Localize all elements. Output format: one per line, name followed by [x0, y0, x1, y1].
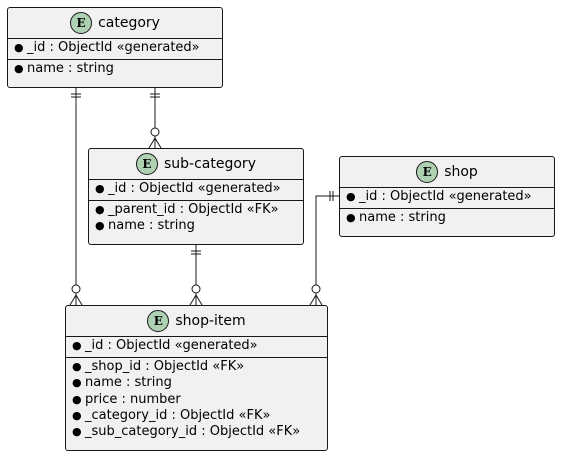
entity-badge-icon: E	[136, 153, 158, 175]
divider	[340, 208, 554, 210]
relation-sub-category-shop-item	[189, 245, 203, 306]
bullet-icon: ●	[72, 392, 82, 406]
attribute-field: ●_category_id : ObjectId «FK»	[72, 407, 271, 423]
divider	[66, 357, 327, 359]
bullet-icon: ●	[72, 360, 82, 374]
attribute-section: ●_shop_id : ObjectId «FK» ●name : string…	[66, 358, 327, 443]
entity-header: E sub-category	[89, 149, 303, 179]
divider	[89, 200, 303, 202]
relation-category-sub-category	[148, 88, 162, 149]
divider	[66, 336, 327, 337]
bullet-icon: ●	[72, 425, 82, 439]
attribute-field: ●_shop_id : ObjectId «FK»	[72, 359, 245, 375]
attribute-section: ●name : string	[8, 60, 222, 80]
attribute-field: ●name : string	[72, 375, 172, 391]
bullet-icon: ●	[95, 203, 105, 217]
entity-title: sub-category	[164, 156, 256, 172]
entity-header: E shop	[340, 157, 554, 187]
entity-badge-icon: E	[416, 161, 439, 183]
bullet-icon: ●	[346, 211, 356, 225]
divider	[340, 187, 554, 188]
divider	[8, 38, 222, 39]
attribute-field: ●name : string	[95, 218, 195, 234]
bullet-icon: ●	[95, 219, 105, 233]
bullet-icon: ●	[14, 41, 24, 54]
attribute-field: ●name : string	[346, 210, 446, 226]
attribute-field: ●_sub_category_id : ObjectId «FK»	[72, 424, 301, 440]
entity-badge-icon: E	[147, 310, 170, 332]
entity-badge-icon: E	[70, 12, 93, 34]
key-section: ●_id : ObjectId «generated»	[8, 39, 222, 59]
attribute-section: ●_parent_id : ObjectId «FK» ●name : stri…	[89, 201, 303, 237]
key-section: ●_id : ObjectId «generated»	[89, 180, 303, 200]
bullet-icon: ●	[95, 182, 105, 195]
entity-shop-item[interactable]: E shop-item ●_id : ObjectId «generated» …	[65, 305, 328, 451]
key-section: ●_id : ObjectId «generated»	[66, 337, 327, 357]
attribute-field: ●price : number	[72, 391, 181, 407]
key-field: ●_id : ObjectId «generated»	[72, 338, 258, 353]
relation-shop-shop-item	[309, 191, 339, 306]
bullet-icon: ●	[14, 62, 24, 76]
bullet-icon: ●	[346, 190, 356, 203]
entity-category[interactable]: E category ●_id : ObjectId «generated» ●…	[7, 7, 223, 88]
entity-shop[interactable]: E shop ●_id : ObjectId «generated» ●name…	[339, 156, 555, 237]
key-section: ●_id : ObjectId «generated»	[340, 188, 554, 208]
entity-title: shop-item	[175, 313, 246, 329]
bullet-icon: ●	[72, 376, 82, 390]
attribute-field: ●name : string	[14, 61, 114, 77]
divider	[89, 179, 303, 180]
key-field: ●_id : ObjectId «generated»	[95, 181, 281, 196]
key-field: ●_id : ObjectId «generated»	[14, 40, 200, 55]
entity-header: E category	[8, 8, 222, 38]
entity-header: E shop-item	[66, 306, 327, 336]
entity-title: category	[98, 15, 160, 31]
attribute-section: ●name : string	[340, 209, 554, 229]
key-field: ●_id : ObjectId «generated»	[346, 189, 532, 204]
entity-title: shop	[444, 164, 478, 180]
bullet-icon: ●	[72, 339, 82, 352]
relation-category-shop-item	[69, 88, 83, 306]
entity-sub-category[interactable]: E sub-category ●_id : ObjectId «generate…	[88, 148, 304, 245]
bullet-icon: ●	[72, 408, 82, 422]
attribute-field: ●_parent_id : ObjectId «FK»	[95, 202, 279, 218]
divider	[8, 59, 222, 61]
